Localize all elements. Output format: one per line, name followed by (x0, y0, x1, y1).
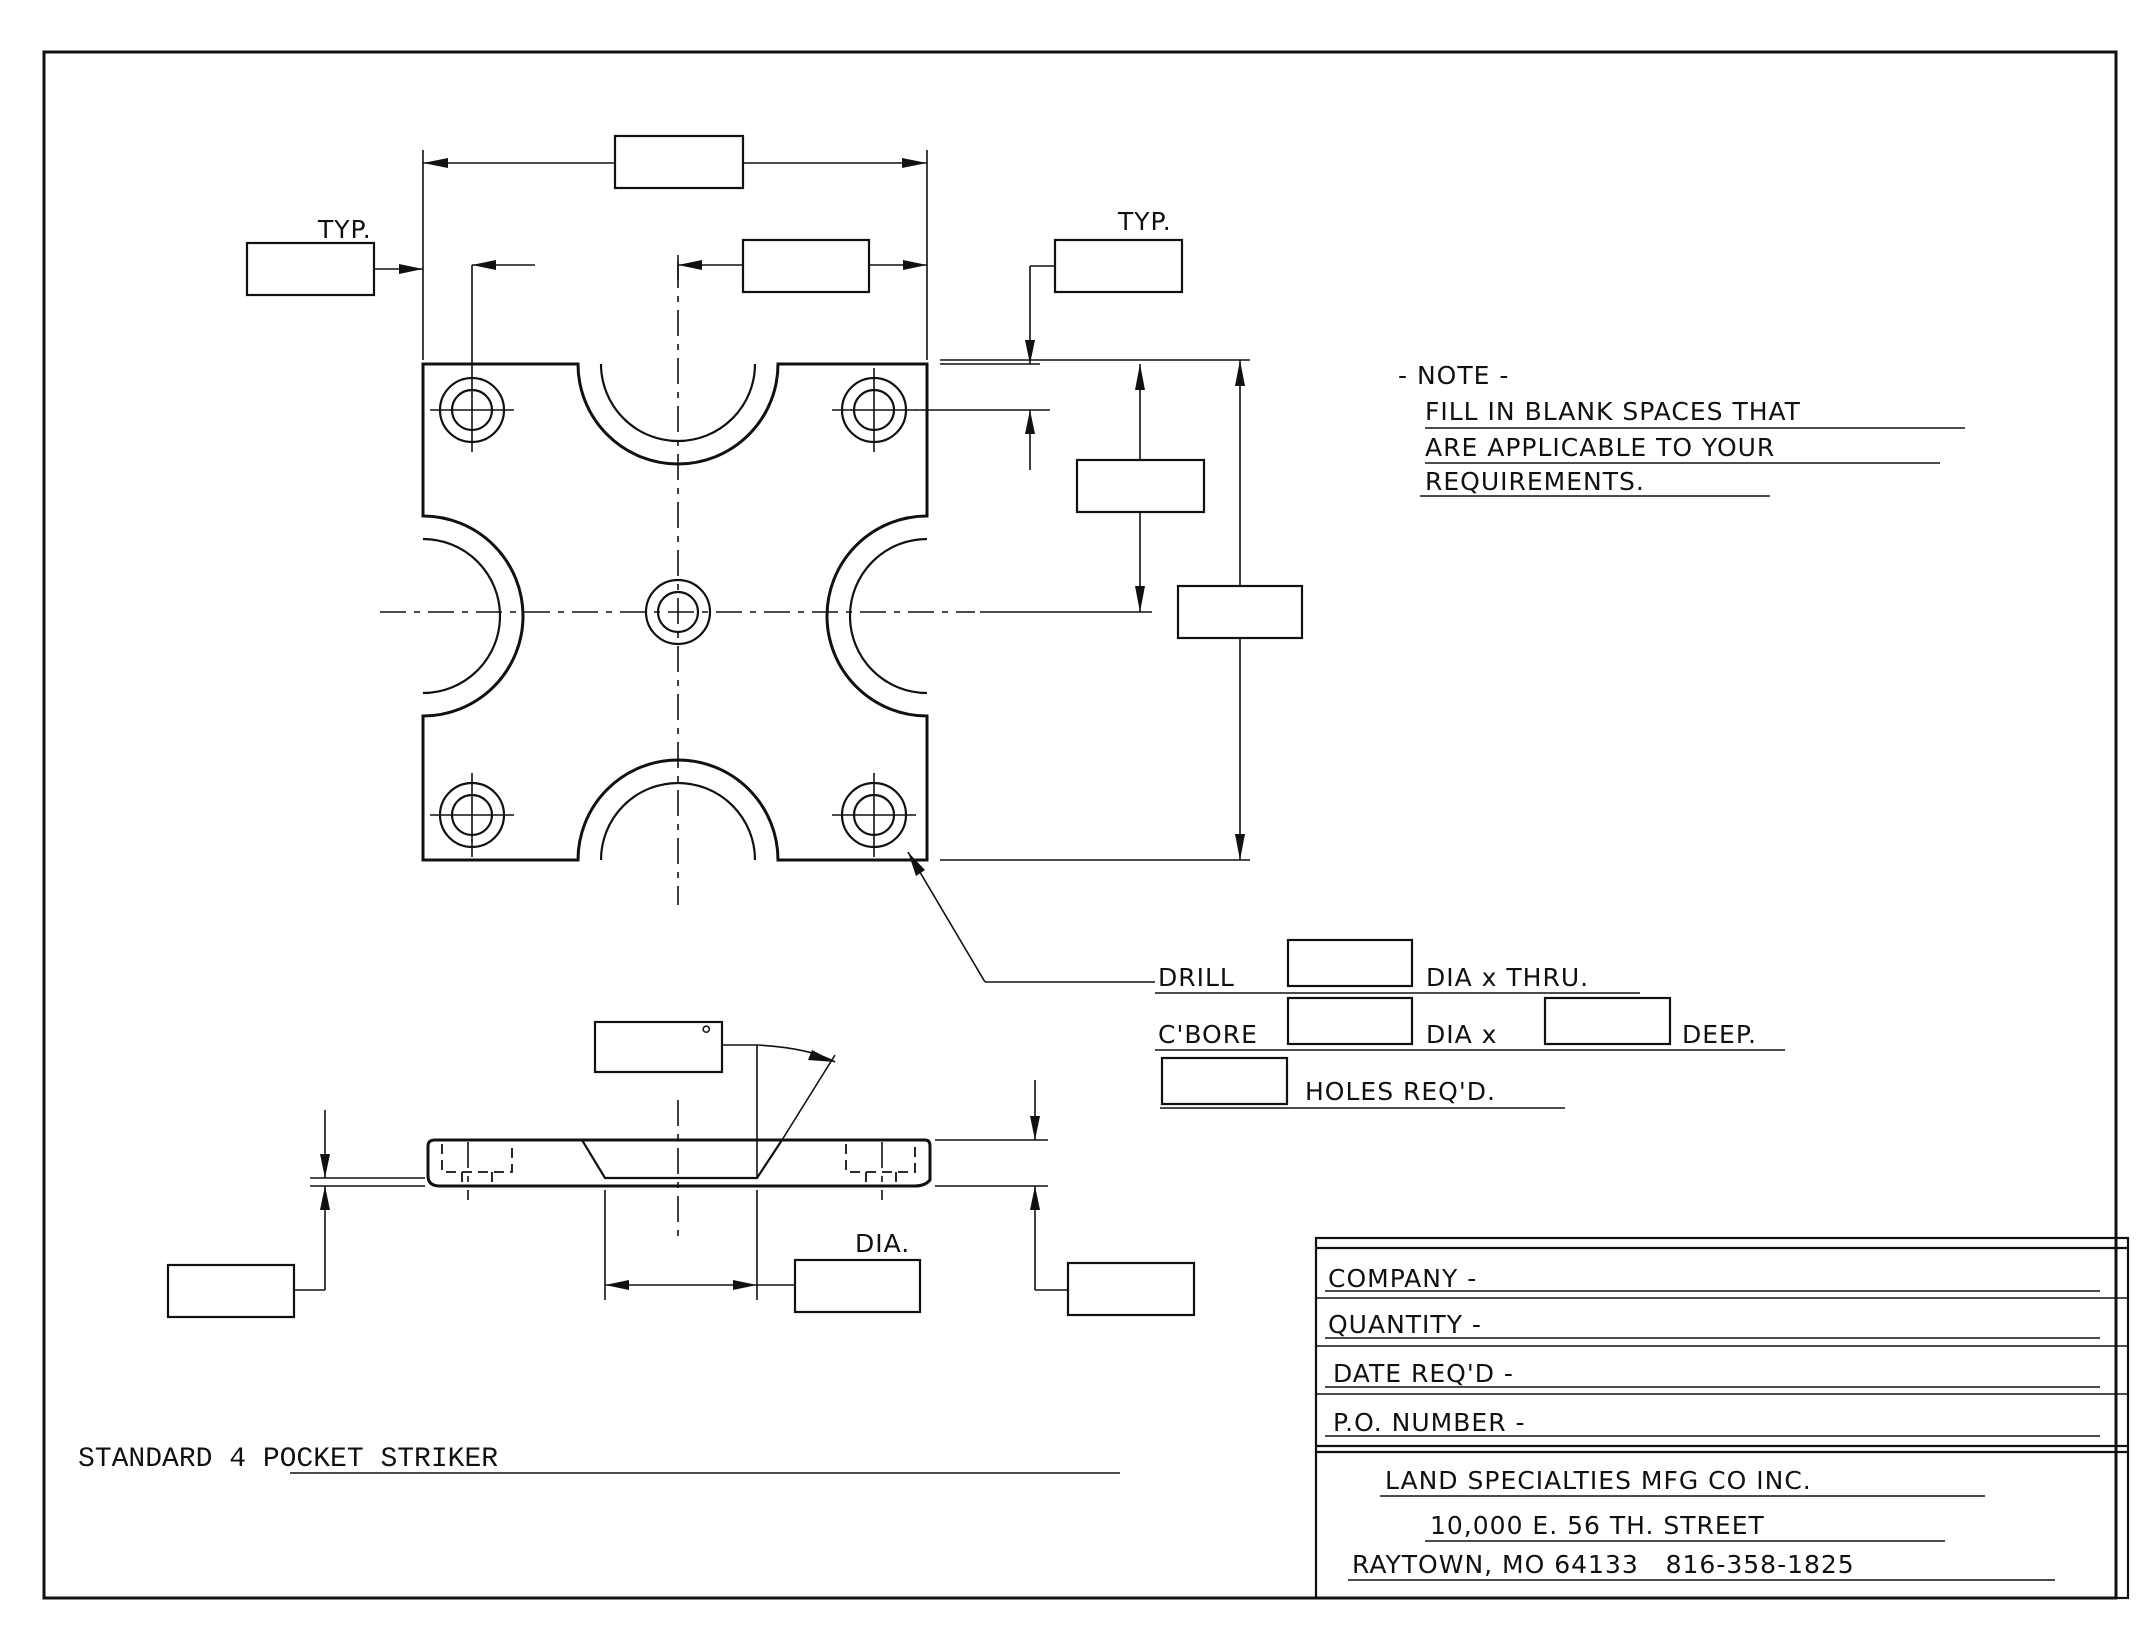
pocket-bottom-inner (599, 781, 757, 861)
plate-outline (421, 362, 929, 862)
hole-top-left (430, 368, 514, 452)
cbore-label: C'BORE (1158, 1020, 1258, 1049)
top-view: TYP. TYP. (245, 134, 1304, 983)
hole-callout: DRILL DIA x THRU. C'BORE DIA x DEEP. HOL… (1155, 938, 1785, 1109)
drill-label: DRILL (1158, 963, 1235, 992)
sheet-border (42, 50, 2118, 1600)
angle-box[interactable] (593, 1020, 724, 1074)
pocket-dia-box[interactable] (793, 1258, 922, 1314)
po-number-label: P.O. NUMBER - (1333, 1408, 1526, 1437)
maker-line-2: 10,000 E. 56 TH. STREET (1430, 1511, 1765, 1540)
deep-label: DEEP. (1682, 1020, 1757, 1049)
maker-line-3: RAYTOWN, MO 64133 816-358-1825 (1352, 1550, 1855, 1579)
hole-edge-offset-x-box[interactable] (245, 241, 376, 297)
pocket-left-inner (422, 537, 502, 695)
dia-thru-label: DIA x THRU. (1426, 963, 1589, 992)
hole-top-right (832, 368, 916, 452)
dia-x-label: DIA x (1426, 1020, 1497, 1049)
dia-label: DIA. (855, 1229, 910, 1258)
date-reqd-label: DATE REQ'D - (1333, 1359, 1514, 1388)
pocket-right-inner (848, 537, 928, 695)
side-view: ° DIA. (166, 1020, 1196, 1319)
part-title-block: STANDARD 4 POCKET STRIKER (78, 1444, 1120, 1475)
overall-thickness-box[interactable] (1066, 1261, 1196, 1317)
part-title: STANDARD 4 POCKET STRIKER (78, 1444, 498, 1475)
cbore-depth-box[interactable] (1543, 996, 1672, 1046)
hole-center (644, 578, 712, 646)
typ-right-label: TYP. (1117, 207, 1172, 236)
hole-edge-offset-y-box[interactable] (1053, 238, 1184, 294)
note-block: - NOTE - FILL IN BLANK SPACES THAT ARE A… (1398, 361, 1965, 497)
overall-height-box[interactable] (1176, 584, 1304, 640)
cbore-dia-box[interactable] (1286, 996, 1414, 1046)
note-line-3: REQUIREMENTS. (1425, 467, 1645, 496)
quantity-label: QUANTITY - (1328, 1310, 1482, 1339)
company-label: COMPANY - (1328, 1264, 1477, 1293)
holes-reqd-label: HOLES REQ'D. (1305, 1077, 1496, 1106)
maker-line-1: LAND SPECIALTIES MFG CO INC. (1385, 1466, 1812, 1495)
holes-reqd-box[interactable] (1160, 1056, 1289, 1106)
flange-thickness-box[interactable] (166, 1263, 296, 1319)
pocket-offset-box[interactable] (741, 238, 871, 294)
overall-width-box[interactable] (613, 134, 745, 190)
title-block: COMPANY - QUANTITY - DATE REQ'D - P.O. N… (1314, 1236, 2130, 1600)
hole-bottom-right (832, 773, 916, 857)
note-heading: - NOTE - (1398, 361, 1509, 390)
drill-dia-box[interactable] (1286, 938, 1414, 988)
angle-symbol: ° (700, 1021, 714, 1050)
note-line-1: FILL IN BLANK SPACES THAT (1425, 397, 1801, 426)
pocket-center-height-box[interactable] (1075, 458, 1206, 514)
hole-bottom-left (430, 773, 514, 857)
side-view-outline (426, 1138, 932, 1188)
note-line-2: ARE APPLICABLE TO YOUR (1425, 433, 1775, 462)
typ-left-label: TYP. (317, 215, 372, 244)
